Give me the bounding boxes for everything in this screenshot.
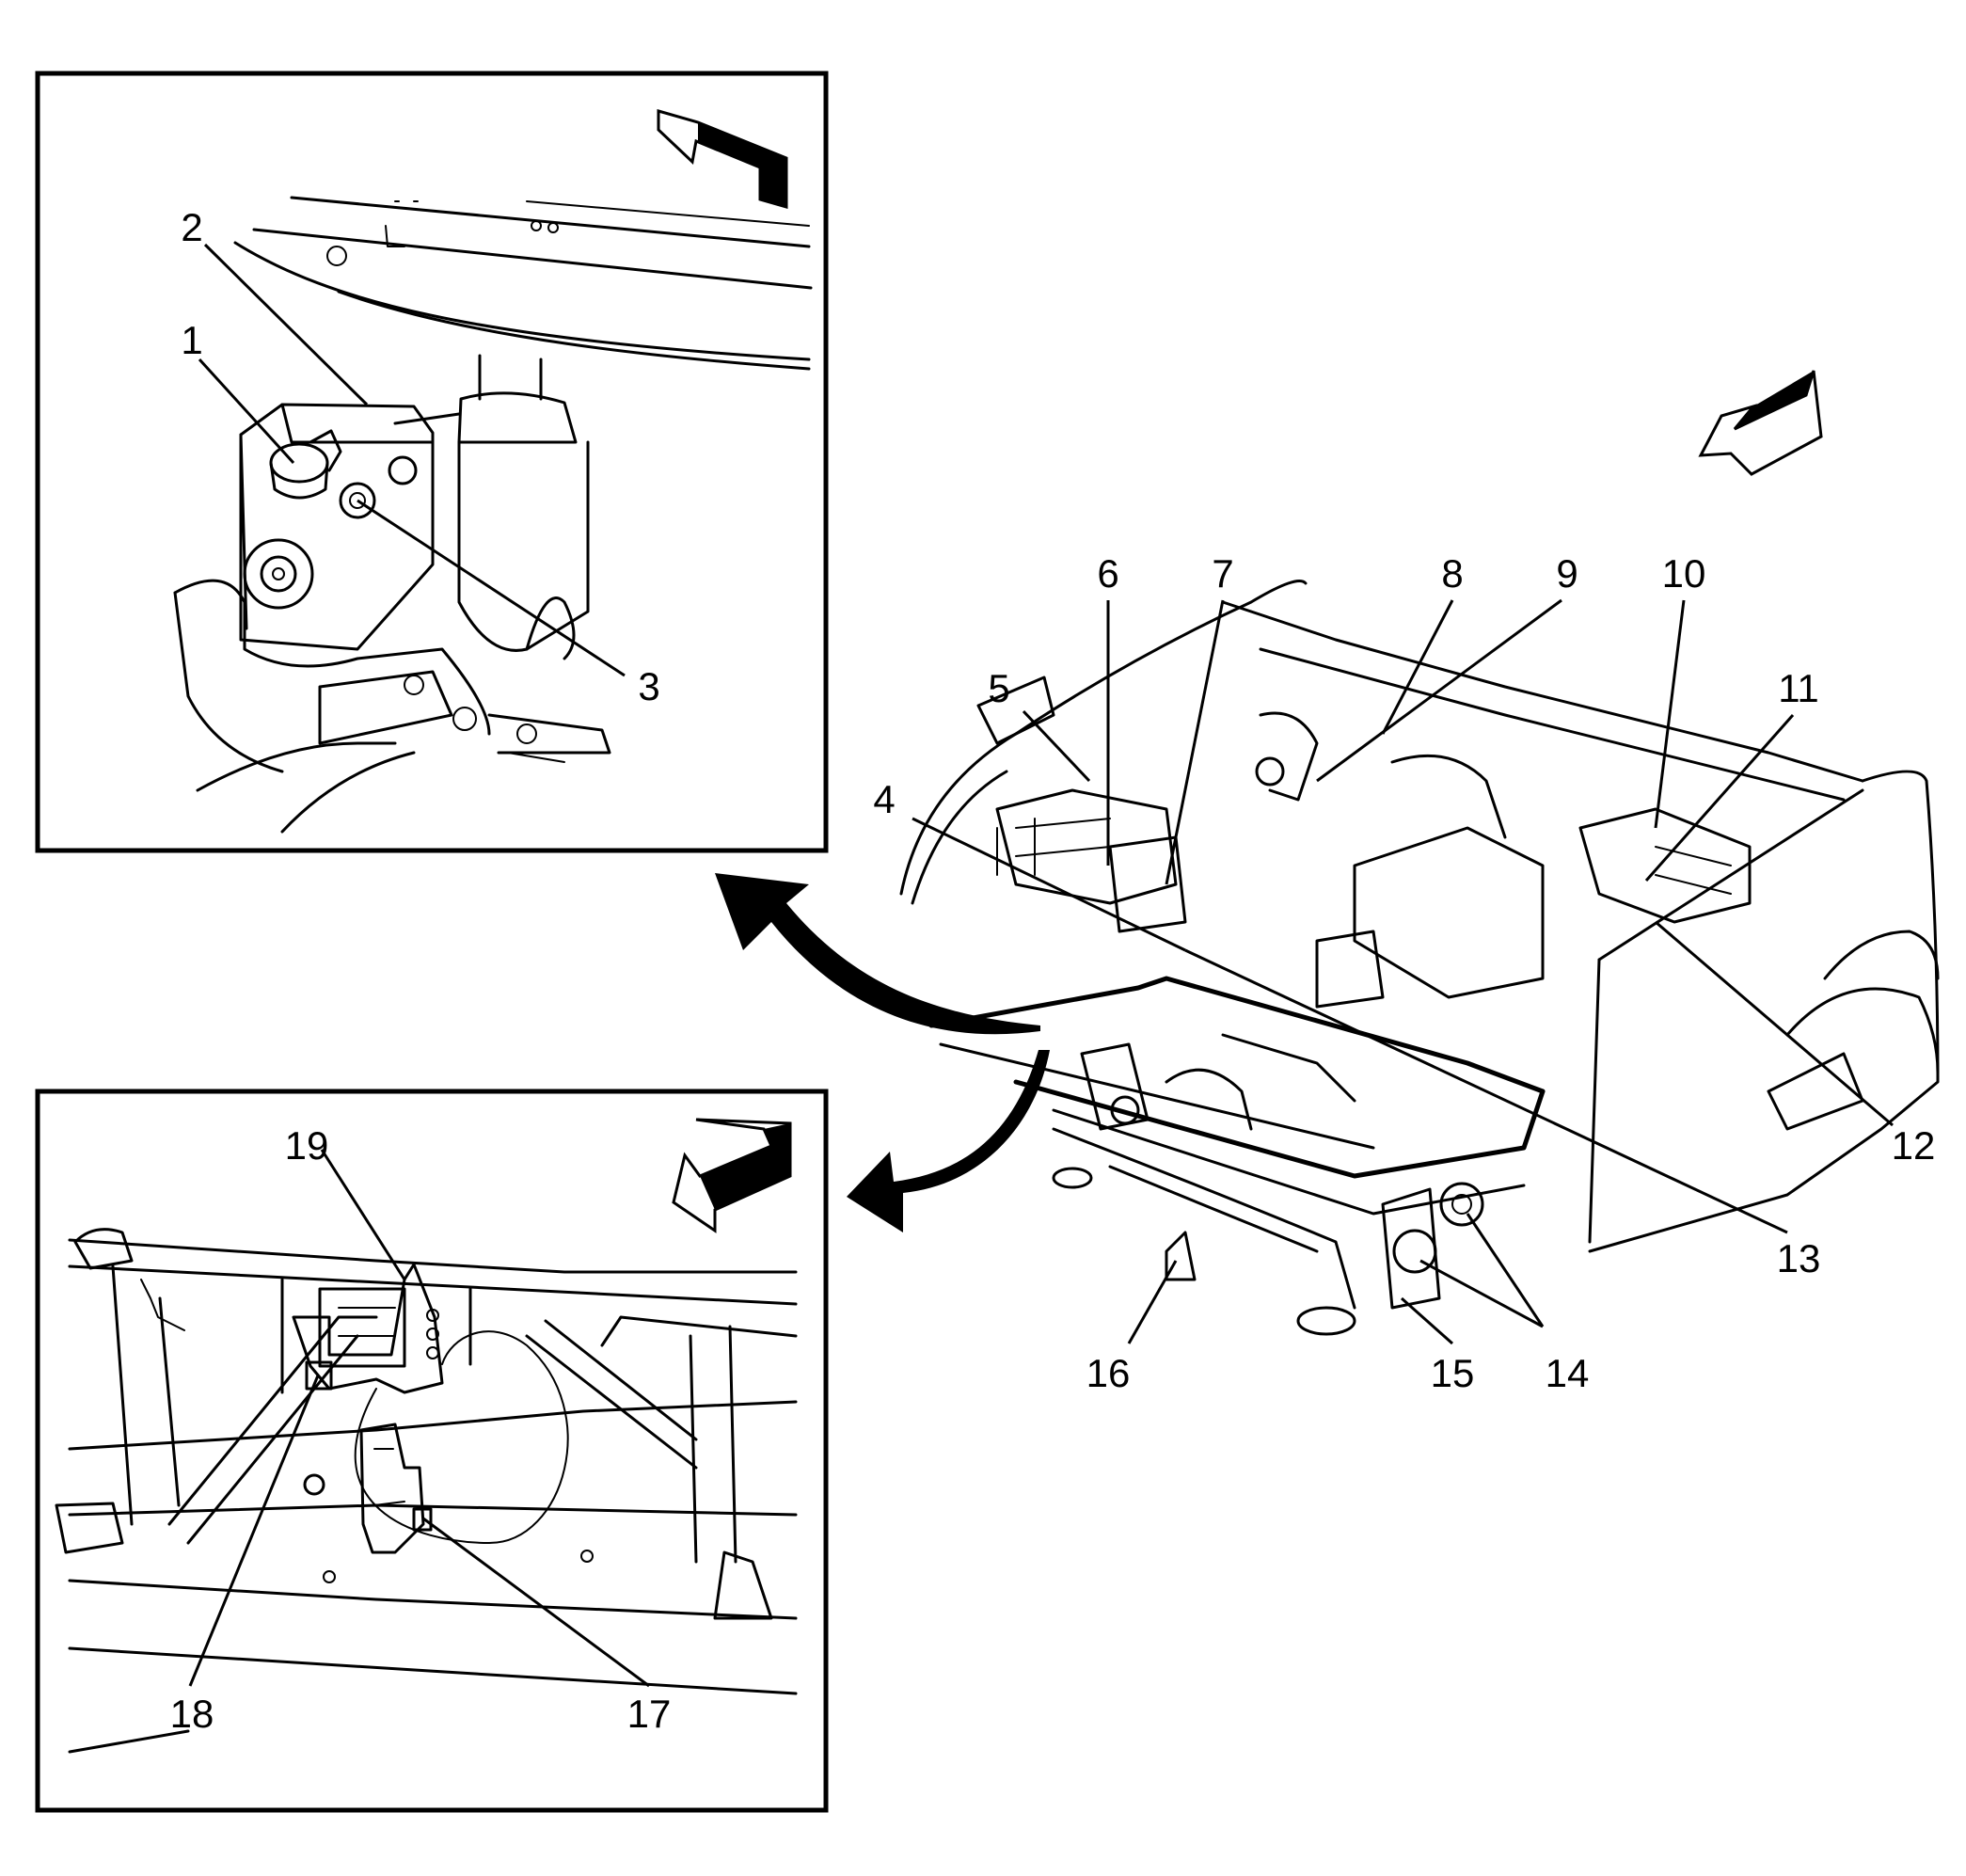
callout-14: 14 <box>1546 1351 1590 1395</box>
callout-2: 2 <box>181 205 202 249</box>
callout-19: 19 <box>285 1123 329 1168</box>
detail-pointer-arrow-icon <box>847 1050 1050 1232</box>
callout-15: 15 <box>1431 1351 1475 1395</box>
callout-1: 1 <box>181 318 202 362</box>
leader-lines <box>188 243 1894 1688</box>
detail-panel-bottom <box>35 1089 829 1813</box>
callout-5: 5 <box>988 666 1009 710</box>
sensor-component <box>269 429 342 500</box>
callout-10: 10 <box>1662 551 1706 596</box>
detail-panel-top <box>35 71 829 853</box>
callout-labels: 1 2 3 4 5 6 7 8 9 10 11 12 13 14 15 16 1… <box>170 205 1936 1736</box>
direction-arrow-icon <box>1698 370 1823 476</box>
bolt-component <box>339 482 376 519</box>
callout-18: 18 <box>170 1692 214 1736</box>
callout-8: 8 <box>1441 551 1463 596</box>
direction-arrow-icon <box>672 1118 792 1233</box>
hood-latch <box>292 1263 444 1394</box>
callout-12: 12 <box>1892 1123 1936 1168</box>
callout-9: 9 <box>1556 551 1578 596</box>
direction-arrow-icon <box>657 109 788 209</box>
detail-pointer-arrow-icon <box>715 873 1040 1035</box>
callout-3: 3 <box>638 664 659 708</box>
callout-11: 11 <box>1778 666 1819 710</box>
hood-ajar-switch <box>359 1423 433 1554</box>
callout-16: 16 <box>1086 1351 1131 1395</box>
callout-13: 13 <box>1777 1236 1821 1280</box>
vehicle-front-view <box>899 370 1940 1336</box>
callout-6: 6 <box>1097 551 1118 596</box>
horn-component <box>1381 1182 1484 1310</box>
callout-17: 17 <box>627 1692 672 1736</box>
callout-7: 7 <box>1212 551 1233 596</box>
callout-4: 4 <box>873 777 895 821</box>
